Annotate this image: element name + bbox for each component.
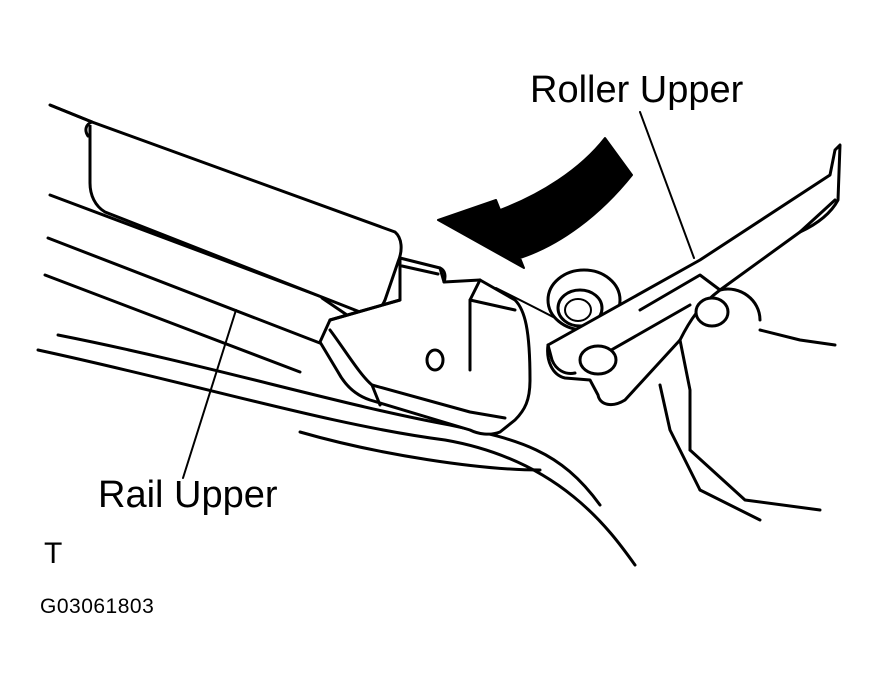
figure-id: G03061803 — [40, 595, 155, 618]
rail-upper-label: Rail Upper — [98, 474, 278, 516]
roller-arm — [546, 143, 842, 522]
corner-mark: T — [44, 537, 63, 570]
rail-upper-leader-line — [182, 309, 237, 479]
direction-arrow-icon — [437, 137, 633, 269]
roller-upper-leader-line — [639, 111, 695, 259]
rail-upper-bracket — [318, 256, 532, 436]
body-panel — [36, 333, 637, 567]
roller-upper-label: Roller Upper — [530, 69, 744, 111]
cover-plate — [48, 103, 403, 315]
